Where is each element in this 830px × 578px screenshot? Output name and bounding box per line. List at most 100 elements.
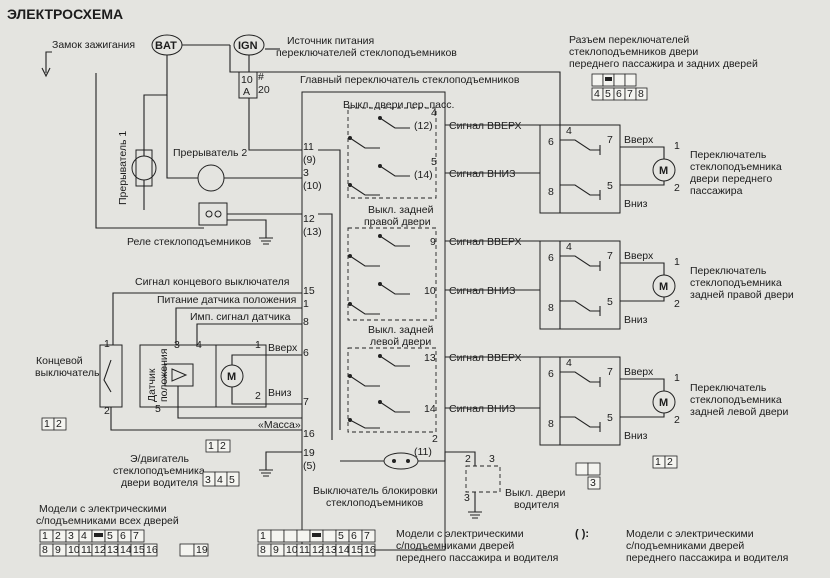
small-conn-cell [193,543,209,557]
all-doors-row-2-cell-label: 13 [107,544,119,556]
driver-motor-label-2: стеклоподъемника [113,465,205,477]
front-pass-motor-label-3: двери переднего [690,173,772,185]
relay-coil-1 [205,210,213,218]
front-row-2-cell-label: 9 [273,544,279,556]
connector-title-3: переднего пассажира и задних дверей [569,58,758,70]
rear-left-signal-up: Сигнал ВВЕРХ [449,352,522,364]
driver-up-label: Вверх [268,342,298,354]
legend-paren-2: с/подъемниками дверей [626,540,744,552]
lock-switch-label-1: Выключатель блокировки [313,485,438,497]
pass-conn-bottom-cell [635,87,648,101]
front-pass-motor-pin-2: 2 [674,182,680,194]
sensor-power-wire [175,307,302,345]
relay-coil-2 [214,210,222,218]
front-pass-motor-down-wire [620,181,665,186]
front-signal-up: Сигнал ВВЕРХ [449,120,522,132]
driver-motor-box [215,344,267,408]
pass-conn-bottom-cell-label: 8 [638,88,644,100]
rear-right-pin-8: 8 [548,302,554,314]
driver-motor-label-1: Э/двигатель [130,453,190,465]
rear-left-motor-icon [652,390,676,414]
main-pin-9p: (9) [303,154,316,166]
front-pass-down-label: Вниз [624,198,648,210]
main-pin-3: 3 [303,167,309,179]
power-source-label-2: переключателей стеклоподъемников [276,47,457,59]
front-row-2-cell-label: 14 [338,544,350,556]
front-pass-contact-up [560,139,600,151]
rear-left-signal-down: Сигнал ВНИЗ [449,403,515,415]
front-pass-motor-label-1: Переключатель [690,149,767,161]
all-doors-row-1-cell-label: 1 [42,530,48,542]
main-bus-up [318,149,341,430]
legend-paren-3: переднего пассажира и водителя [626,552,788,564]
main-pin-12: 12 [303,213,315,225]
rear-left-pin-7: 7 [607,366,613,378]
sensor-element [164,363,194,387]
main-pin-7: 7 [303,396,309,408]
front-signal-down: Сигнал ВНИЗ [449,168,515,180]
lock-pin-11p: (11) [414,446,432,458]
rear-right-bus [540,240,561,329]
driver-sw-pin-2: 2 [465,453,471,465]
sensor-power-label: Питание датчика положения [157,294,296,306]
main-switch-box [301,91,446,551]
driver-down-label: Вниз [268,387,292,399]
main-pin-19: 19 [303,447,315,459]
driver-sw-conn-top-cell [575,462,589,476]
bat-label: BAT [155,40,177,52]
driver-motor-label-3: двери водителя [121,477,198,489]
front-pass-motor-label-4: пассажира [690,185,743,197]
pin-13: 13 [424,352,436,364]
relay-label: Реле стеклоподъемников [127,236,252,248]
rear-right-contacts [348,234,410,315]
pass-conn-bottom-cell-label: 6 [616,88,622,100]
driver-sw-pin-3: 3 [489,453,495,465]
page-title: ЭЛЕКТРОСХЕМА [7,6,123,22]
ignition-arrow-wire [45,51,52,73]
front-row-1-cell-label: 6 [351,530,357,542]
position-sensor-label-1: Датчик [146,368,158,402]
pin-4: 4 [431,107,437,119]
rear-left-pin-8: 8 [548,418,554,430]
main-pin-11: 11 [303,141,314,153]
power-source-label-1: Источник питания [287,35,374,47]
front-pass-bus [540,124,561,213]
rear-right-motor-m: M [659,281,668,293]
front-pass-motor-pin-1: 1 [674,140,680,152]
small-conn-cell [179,543,195,557]
door-units: 46875M12ВверхВниз46875M12ВверхВниз46875M… [539,124,680,446]
driver-sw-conn-bottom-cell-label: 3 [590,477,596,489]
main-bus-down [318,213,333,440]
pin-12p: (12) [414,120,433,132]
connector-title-2: стеклоподъемников двери [569,46,698,58]
rear-right-motor-icon [652,274,676,298]
front-pass-pin-6: 6 [548,136,554,148]
driver-sw-pin-3b: 3 [464,492,470,504]
front-pass-motor-label-2: стеклоподъемника [690,161,782,173]
all-doors-row-2-cell-label: 14 [120,544,132,556]
front-row-1-cell [283,529,298,543]
right-conn-cell-label: 2 [667,456,673,468]
pass-conn-top-cell [624,73,637,87]
rear-right-switch-box [539,240,621,330]
rear-left-motor-label-3: задней левой двери [690,406,789,418]
main-pin-10p: (10) [303,180,322,192]
rear-left-motor-up-wire [620,378,665,391]
rear-left-motor-m: M [659,397,668,409]
pass-conn-top [591,73,637,87]
front-pass-motor-icon [652,158,676,182]
pin19-ground-icon [259,469,273,477]
right-conn-cell [664,455,678,469]
legend-front-1: Модели с электрическими [396,528,524,540]
legend-front-2: с/подъемниками дверей [396,540,514,552]
breaker-2-in-wire [166,95,198,179]
rear-left-pin-6: 6 [548,368,554,380]
rear-left-up-label: Вверх [624,366,654,378]
all-doors-row-1-cell-label: 6 [120,530,126,542]
sensor-conn-cell-label: 2 [220,440,226,452]
